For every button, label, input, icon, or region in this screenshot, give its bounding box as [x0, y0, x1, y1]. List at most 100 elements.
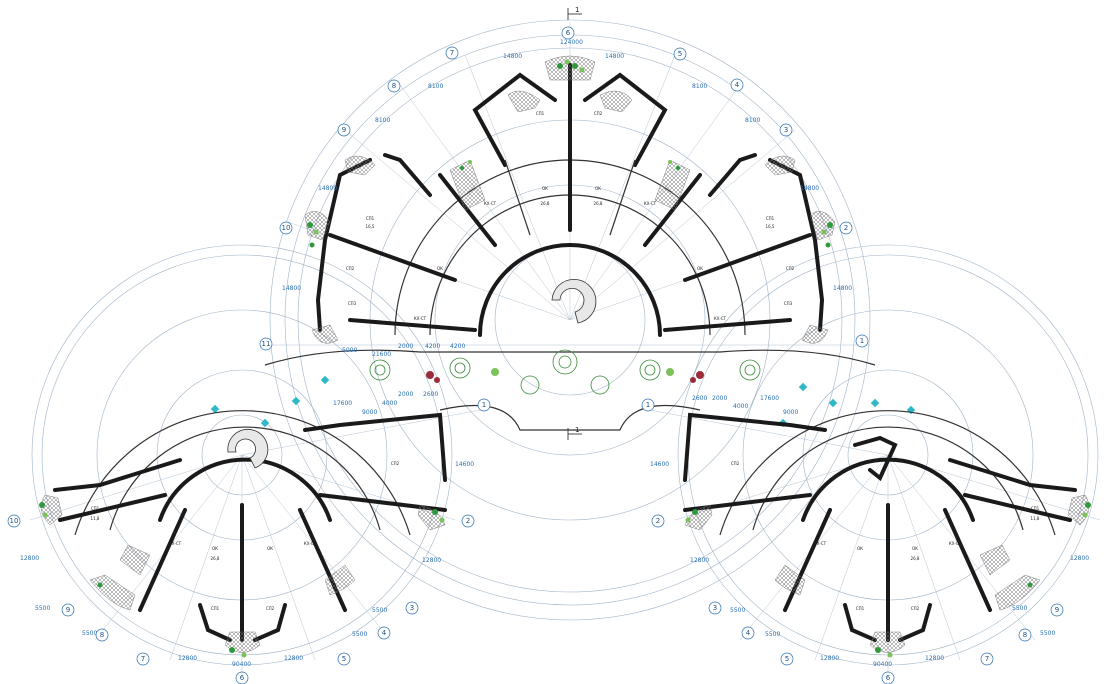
dimension-label: 5500 [352, 631, 367, 638]
section-marks: 1 1 [567, 6, 582, 440]
left-room-labels: ОК ОК 26,8 КХ-СТ КХ-СТ СП1 СП2 СП1 СП2 1… [91, 461, 400, 611]
dimension-label: 14800 [318, 185, 337, 192]
room-label: СП1 [766, 216, 775, 221]
axis-marker-11: 11 [259, 337, 273, 351]
dimension-label: 14800 [605, 53, 624, 60]
room-label: 16,5 [766, 224, 775, 229]
room-label: СП1 [91, 506, 100, 511]
dimension-label: 14800 [503, 53, 522, 60]
dimension-label: 14800 [282, 285, 301, 292]
top-spiral-stair [551, 278, 597, 324]
axis-marker-2: 2 [839, 221, 853, 235]
axis-marker-3: 3 [779, 123, 793, 137]
svg-text:5: 5 [678, 50, 682, 58]
axis-marker-7: 7 [445, 46, 459, 60]
room-label: СП2 [786, 266, 795, 271]
room-label: 11,8 [91, 516, 100, 521]
svg-text:3: 3 [410, 604, 414, 612]
room-label: КХ-СТ [814, 541, 827, 546]
svg-text:3: 3 [713, 604, 717, 612]
dimension-label: 8100 [745, 117, 760, 124]
dimension-label: 5000 [342, 347, 357, 354]
room-label: СП2 [266, 606, 275, 611]
top-block-greenery [307, 59, 833, 248]
axis-marker-8: 8 [95, 628, 109, 642]
top-block-balconies [304, 55, 836, 344]
dimension-label: 17600 [760, 395, 779, 402]
room-label: 16,5 [366, 224, 375, 229]
axis-marker-1: 1 [641, 398, 655, 412]
svg-text:8: 8 [100, 631, 104, 639]
svg-text:9: 9 [1055, 606, 1059, 614]
axis-marker-6: 6 [235, 671, 249, 684]
svg-text:5: 5 [342, 655, 346, 663]
dimension-label: 12800 [178, 655, 197, 662]
room-label: КХ-СТ [304, 541, 317, 546]
axis-marker-7: 7 [980, 652, 994, 666]
room-label: СП2 [391, 461, 400, 466]
room-label: ОК [697, 266, 703, 271]
axis-marker-1: 1 [477, 398, 491, 412]
svg-text:7: 7 [985, 655, 989, 663]
dimension-label: 2000 [398, 343, 413, 350]
dimension-label: 5500 [1012, 605, 1027, 612]
dimension-label: 14600 [650, 461, 669, 468]
svg-text:3: 3 [784, 126, 788, 134]
svg-text:2: 2 [466, 517, 470, 525]
svg-text:10: 10 [10, 517, 19, 525]
dimension-label: 9000 [362, 409, 377, 416]
svg-text:6: 6 [886, 674, 891, 682]
dimension-label: 8100 [428, 83, 443, 90]
section-mark-label: 1 [575, 426, 579, 434]
left-wing-greenery [39, 502, 445, 658]
room-label: ОК [437, 266, 443, 271]
svg-text:8: 8 [392, 82, 396, 90]
axis-marker-9: 9 [337, 123, 351, 137]
room-label: КХ-СТ [714, 316, 727, 321]
dimension-label: 12800 [925, 655, 944, 662]
dimension-label: 14800 [833, 285, 852, 292]
room-label: 26,8 [594, 201, 603, 206]
axis-marker-8: 8 [387, 79, 401, 93]
room-label: СП2 [911, 606, 920, 611]
axis-marker-9: 9 [61, 603, 75, 617]
dimension-label: 5500 [35, 605, 50, 612]
svg-text:9: 9 [342, 126, 346, 134]
axis-marker-4: 4 [730, 78, 744, 92]
axis-marker-10: 10 [7, 514, 21, 528]
axis-marker-5: 5 [337, 652, 351, 666]
axis-marker-6: 6 [881, 671, 895, 684]
room-label: СП1 [211, 606, 220, 611]
dimension-label: 12800 [284, 655, 303, 662]
room-label: ОК [267, 546, 273, 551]
axis-marker-7: 7 [136, 652, 150, 666]
svg-text:4: 4 [382, 629, 387, 637]
dimension-label: 12800 [20, 555, 39, 562]
dimension-label: 2600 [692, 395, 707, 402]
room-label: СП2 [731, 461, 740, 466]
room-label: ОК [912, 546, 918, 551]
dimension-label: 4200 [425, 343, 440, 350]
left-spiral-stair [227, 429, 269, 469]
room-label: СП2 [594, 111, 603, 116]
left-wing-axis-markers: 1 2 3 4 5 6 7 8 9 10 [7, 398, 491, 684]
dimension-label: 2000 [712, 395, 727, 402]
svg-text:6: 6 [566, 29, 571, 37]
room-label: 26,8 [211, 556, 220, 561]
room-label: ОК [857, 546, 863, 551]
right-wing-dimensions: 14600 12800 12800 5500 5500 5500 5500 12… [650, 461, 1089, 668]
dimension-label: 12800 [820, 655, 839, 662]
svg-text:1: 1 [860, 337, 864, 345]
axis-marker-5: 5 [673, 47, 687, 61]
dimension-label: 21600 [372, 351, 391, 358]
dimension-label: 8100 [692, 83, 707, 90]
dimension-label: 5500 [730, 607, 745, 614]
axis-marker-6: 6 [561, 26, 575, 40]
axis-marker-4: 4 [377, 626, 391, 640]
svg-text:2: 2 [844, 224, 848, 232]
base-dimensions: 5000 4200 2000 4200 21600 17600 4000 200… [333, 343, 798, 416]
dimension-label: 17600 [333, 400, 352, 407]
